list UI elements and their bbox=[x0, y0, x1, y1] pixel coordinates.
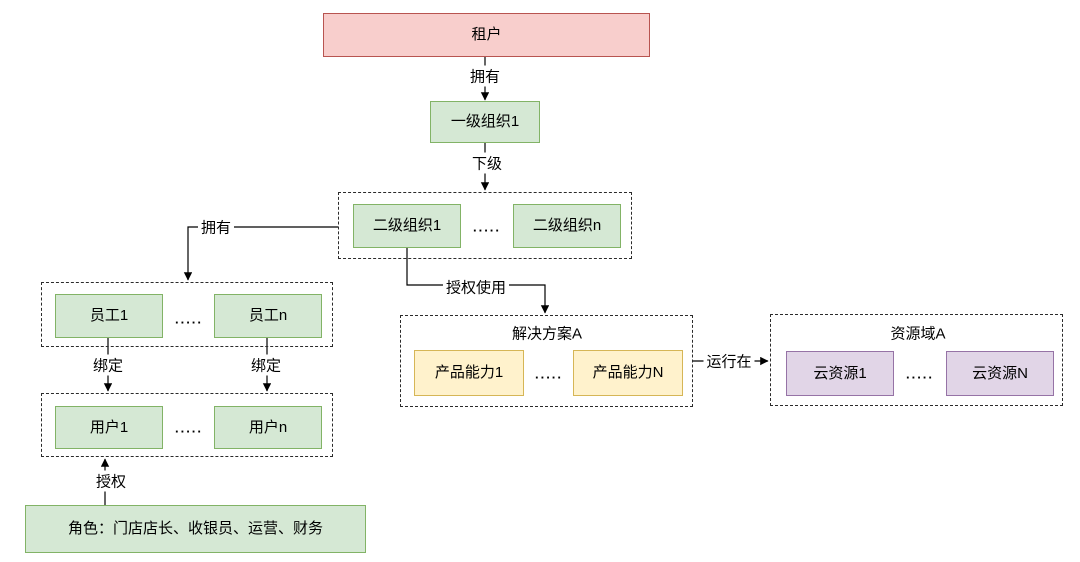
node-tenant: 租户 bbox=[323, 13, 650, 57]
ellipsis: ..... bbox=[905, 366, 935, 382]
edge-label-runs-on: 运行在 bbox=[703, 350, 755, 372]
group-resource-domain: 资源域A 云资源1 ..... 云资源N bbox=[770, 314, 1063, 406]
node-roles: 角色：门店店长、收银员、运营、财务 bbox=[25, 505, 366, 553]
node-level2-org-last: 二级组织n bbox=[513, 204, 621, 248]
edge-label-owns-level1: 拥有 bbox=[466, 65, 504, 87]
resource-domain-title: 资源域A bbox=[890, 325, 946, 343]
edge-label-subordinate: 下级 bbox=[468, 152, 506, 174]
ellipsis: ..... bbox=[174, 311, 204, 327]
node-user-last: 用户n bbox=[214, 406, 322, 449]
edge-label-owns-employees: 拥有 bbox=[197, 216, 235, 238]
group-users: 用户1 ..... 用户n bbox=[41, 393, 333, 457]
edge-label-bind-left: 绑定 bbox=[89, 354, 127, 376]
node-employee-last: 员工n bbox=[214, 294, 322, 338]
group-employees: 员工1 ..... 员工n bbox=[41, 282, 333, 347]
edge-level2-to-employees bbox=[183, 226, 338, 281]
edge-label-authorized-use: 授权使用 bbox=[442, 276, 510, 298]
node-cloud-resource-first: 云资源1 bbox=[786, 351, 894, 396]
node-product-capability-first: 产品能力1 bbox=[414, 350, 524, 396]
group-level2-orgs: 二级组织1 ..... 二级组织n bbox=[338, 192, 632, 259]
ellipsis: ..... bbox=[174, 420, 204, 436]
edge-label-authorize: 授权 bbox=[92, 470, 130, 492]
node-level1-org: 一级组织1 bbox=[430, 101, 540, 143]
edge-label-bind-right: 绑定 bbox=[247, 354, 285, 376]
node-user-first: 用户1 bbox=[55, 406, 163, 449]
group-solution: 解决方案A 产品能力1 ..... 产品能力N bbox=[400, 315, 693, 407]
node-employee-first: 员工1 bbox=[55, 294, 163, 338]
node-product-capability-last: 产品能力N bbox=[573, 350, 683, 396]
ellipsis: ..... bbox=[534, 366, 564, 382]
solution-title: 解决方案A bbox=[511, 325, 583, 343]
ellipsis: ..... bbox=[472, 219, 502, 235]
node-level2-org-first: 二级组织1 bbox=[353, 204, 461, 248]
node-cloud-resource-last: 云资源N bbox=[946, 351, 1054, 396]
